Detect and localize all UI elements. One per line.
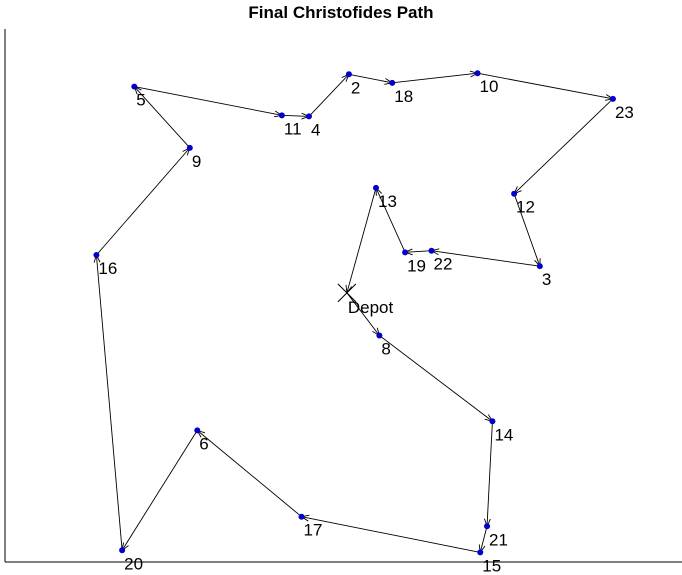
path-segment — [196, 429, 302, 518]
path-segment-line — [513, 98, 614, 195]
path-segment — [93, 253, 123, 551]
path-segment-line — [513, 193, 541, 267]
node-label-18: 18 — [394, 87, 413, 106]
path-segment — [513, 98, 614, 195]
path-segment-line — [308, 73, 350, 117]
node-point-2 — [345, 71, 352, 78]
node-label-22: 22 — [434, 255, 453, 274]
path-segment — [392, 70, 479, 84]
path-segment-line — [346, 187, 377, 293]
path-segment — [379, 335, 494, 423]
path-segment-line — [486, 421, 493, 527]
node-point-4 — [305, 113, 312, 120]
path-segment-line — [95, 254, 123, 551]
node-point-22 — [428, 247, 435, 254]
node-label-19: 19 — [407, 256, 426, 275]
node-label-5: 5 — [136, 91, 145, 110]
path-segment-line — [96, 147, 191, 256]
path-segment — [121, 430, 198, 552]
node-point-11 — [278, 112, 285, 119]
node-point-9 — [186, 144, 193, 151]
node-label-6: 6 — [199, 434, 208, 453]
path-segment — [281, 112, 311, 120]
node-label-9: 9 — [192, 152, 201, 171]
path-segment-line — [431, 250, 540, 267]
path-segment-line — [281, 114, 309, 117]
path-segment — [478, 526, 488, 554]
node-point-14 — [489, 418, 496, 425]
path-segment-line — [121, 430, 198, 551]
node-label-11: 11 — [284, 119, 302, 138]
node-label-8: 8 — [381, 339, 390, 358]
route-nodes — [93, 70, 616, 556]
path-segment-line — [134, 86, 282, 116]
node-label-14: 14 — [494, 425, 513, 444]
path-segment-line — [348, 73, 393, 84]
node-point-19 — [402, 249, 409, 256]
node-label-3: 3 — [542, 270, 551, 289]
path-segment — [96, 146, 191, 256]
node-label-13: 13 — [378, 192, 397, 211]
path-segment — [300, 514, 481, 553]
node-point-17 — [298, 513, 305, 520]
path-segment-line — [346, 292, 380, 336]
node-point-21 — [484, 523, 491, 530]
depot-marker-icon — [337, 283, 357, 303]
node-point-12 — [511, 190, 518, 197]
node-point-5 — [131, 83, 138, 90]
node-label-20: 20 — [124, 554, 143, 573]
path-segment-line — [196, 430, 302, 518]
node-point-15 — [477, 549, 484, 556]
path-segment — [134, 86, 284, 118]
node-label-16: 16 — [98, 259, 117, 278]
path-segment-line — [301, 516, 481, 553]
node-label-10: 10 — [480, 77, 499, 96]
path-segment — [403, 248, 432, 256]
node-point-20 — [119, 547, 126, 554]
node-point-13 — [372, 184, 379, 191]
chart-title: Final Christofides Path — [248, 3, 433, 22]
node-point-8 — [376, 332, 383, 339]
path-segments — [93, 70, 615, 554]
path-segment — [484, 421, 493, 528]
node-label-23: 23 — [615, 103, 634, 122]
node-point-16 — [93, 251, 100, 258]
node-label-21: 21 — [489, 530, 508, 549]
path-segment-line — [405, 250, 432, 253]
node-point-6 — [194, 427, 201, 434]
path-segment — [308, 73, 350, 117]
node-point-3 — [536, 263, 543, 270]
path-segment-line — [375, 187, 406, 253]
path-segment-line — [392, 72, 478, 84]
path-segment-line — [479, 526, 488, 553]
path-segment-line — [133, 86, 191, 149]
node-label-4: 4 — [311, 120, 320, 139]
node-point-23 — [609, 95, 616, 102]
path-segment — [345, 187, 377, 295]
node-label-15: 15 — [482, 556, 501, 575]
node-point-18 — [389, 79, 396, 86]
node-label-2: 2 — [351, 78, 360, 97]
depot-label: Depot — [348, 298, 394, 317]
path-segment-line — [379, 335, 493, 422]
path-segment-line — [477, 72, 614, 100]
node-label-17: 17 — [304, 521, 323, 540]
node-label-12: 12 — [516, 198, 535, 217]
node-point-10 — [474, 70, 481, 77]
